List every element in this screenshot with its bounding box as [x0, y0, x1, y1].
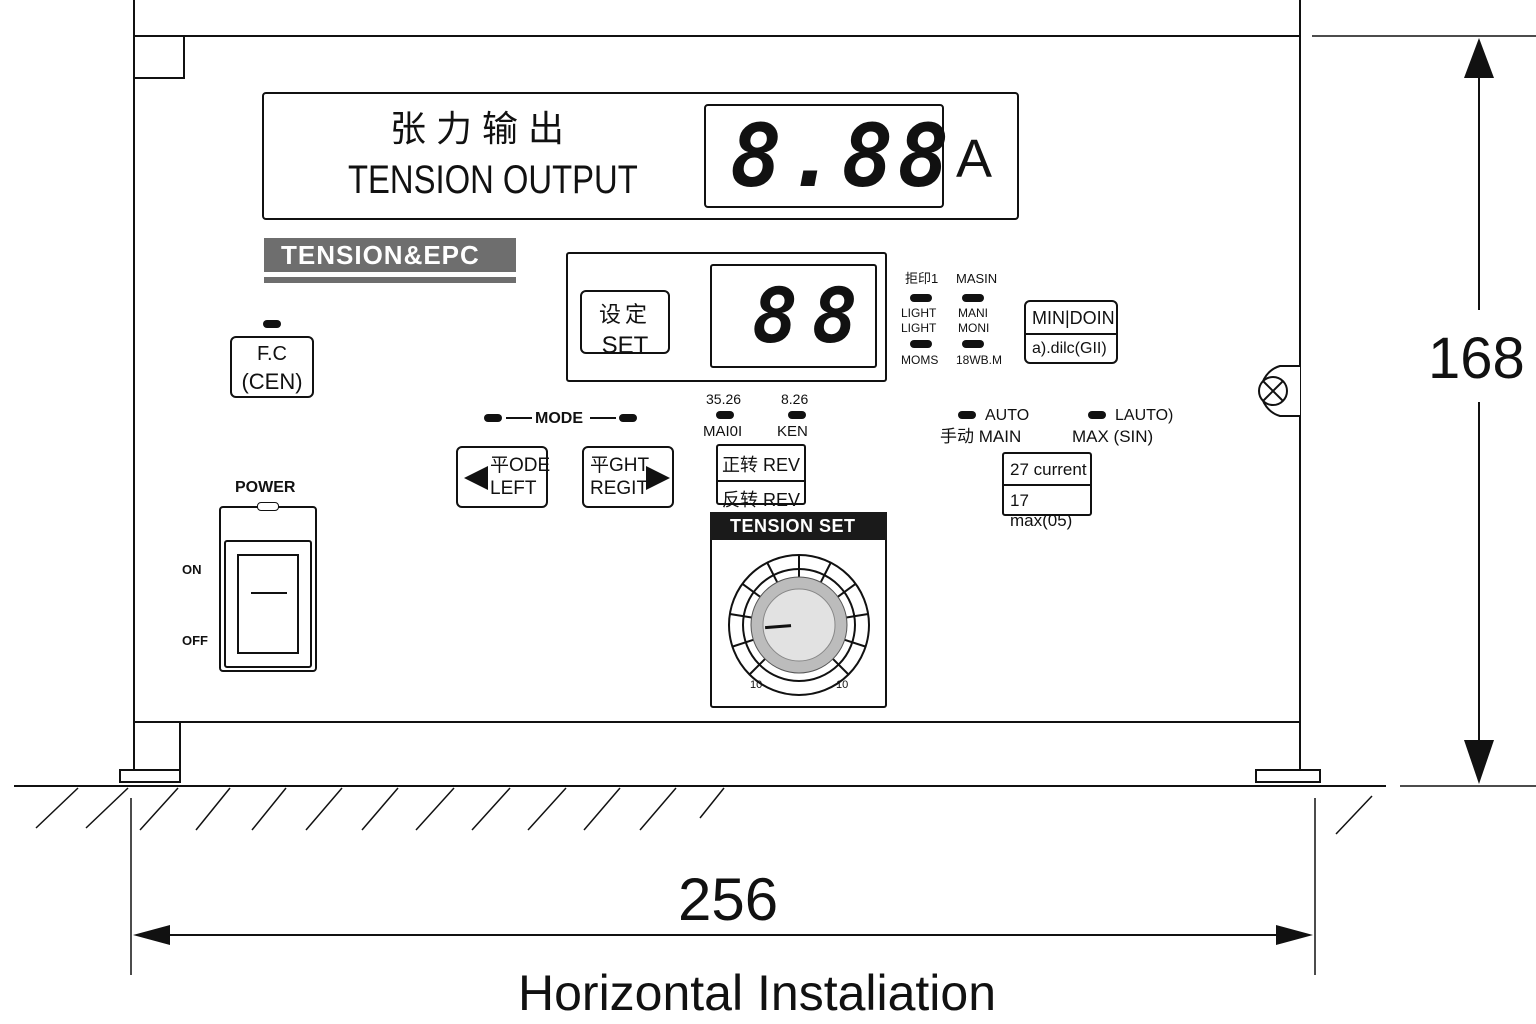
mode-right-line1: 平GHT	[590, 455, 650, 476]
installation-caption: Horizontal Instaliation	[518, 965, 997, 1021]
brand-plate	[264, 238, 516, 272]
set-button-cn: 设定	[598, 303, 651, 328]
arrow-up-icon	[1464, 38, 1494, 78]
tension-set-panel	[710, 512, 887, 708]
floor-hatching	[35, 787, 1373, 835]
cen-button[interactable]: F.C (CEN)	[230, 336, 314, 398]
indicator-3-label: MOMS	[901, 353, 939, 367]
direction-button-line1: 正转 REV	[718, 446, 804, 482]
mode-led-right	[619, 414, 637, 422]
set-readout-value: 88	[752, 271, 872, 360]
direction-led1-top: 35.26	[706, 391, 742, 407]
auto-button-line1: 27 current	[1004, 454, 1090, 486]
auto-button-line2: 17 max(05)	[1010, 491, 1073, 530]
indicator-2-label: MANI	[958, 306, 988, 320]
direction-led2-top: 8.26	[781, 391, 809, 407]
direction-led2-label: KEN	[777, 423, 808, 440]
min-button-line2: a).dilc(GII)	[1032, 340, 1107, 357]
mode-led-left	[484, 414, 502, 422]
power-off-label: OFF	[182, 633, 208, 648]
power-switch[interactable]	[224, 540, 312, 668]
mode-line-right	[590, 417, 616, 419]
mode-left-button[interactable]: 平ODE LEFT	[456, 446, 551, 508]
output-readout-window	[704, 104, 944, 208]
brand-underline	[264, 277, 516, 283]
direction-led1-label: MAI0I	[703, 423, 743, 440]
indicator-1-led	[910, 294, 932, 302]
mode-line-left	[506, 417, 532, 419]
tension-output-title-cn: 张力输出	[390, 109, 575, 150]
indicator-1-top: 拒印1	[905, 271, 939, 286]
mode-left-line1: 平ODE	[490, 455, 551, 476]
indicator-3-led	[910, 340, 932, 348]
indicator-2-led	[962, 294, 984, 302]
tension-set-title: TENSION SET	[730, 516, 856, 536]
output-readout-value: 8.88	[730, 107, 954, 207]
indicator-4-label: 18WB.M	[956, 353, 1003, 367]
indicator-2-top: MASIN	[956, 271, 998, 286]
mode-left-line2: LEFT	[490, 478, 537, 499]
direction-led1	[716, 411, 734, 419]
min-button[interactable]: MIN|DOIN a).dilc(GII)	[1024, 300, 1118, 364]
direction-button[interactable]: 正转 REV 反转 REV	[716, 444, 806, 510]
height-dimension: 168	[1428, 326, 1525, 391]
arrow-right-icon	[1276, 925, 1313, 945]
direction-button-line2: 反转 REV	[722, 490, 801, 510]
auto-led1-sub: 手动 MAIN	[940, 427, 1022, 446]
tension-set-header	[710, 512, 887, 540]
cen-button-line1: F.C	[257, 343, 287, 365]
knob-max-label: 10	[836, 679, 849, 691]
auto-led2	[1088, 411, 1106, 419]
foot-right	[1255, 769, 1321, 783]
auto-led1	[958, 411, 976, 419]
mode-right-button[interactable]: 平GHT REGIT	[582, 446, 674, 508]
auto-button[interactable]: 27 current 17 max(05)	[1002, 452, 1092, 530]
output-unit: A	[956, 129, 993, 189]
auto-led1-label: AUTO	[985, 407, 1030, 424]
indicator-2-bottom: MONI	[958, 321, 990, 335]
width-dimension: 256	[678, 866, 779, 933]
brand-label: TENSION&EPC	[281, 240, 480, 270]
indicator-1-label: LIGHT	[901, 306, 937, 320]
knob-min-label: 10	[750, 679, 763, 691]
power-label: POWER	[235, 479, 296, 496]
power-indicator-lamp	[257, 502, 279, 511]
set-readout-window	[710, 264, 877, 368]
set-button[interactable]: 设定 SET	[580, 290, 670, 359]
triangle-right-icon	[646, 466, 670, 490]
arrow-down-icon	[1464, 740, 1494, 784]
mode-right-line2: REGIT	[590, 478, 649, 499]
power-on-label: ON	[182, 562, 202, 577]
indicator-1-bottom: LIGHT	[901, 321, 937, 335]
indicator-4-led	[962, 340, 984, 348]
foot-left	[119, 769, 181, 783]
auto-led2-label: LAUTO)	[1115, 407, 1174, 424]
power-rocker	[237, 554, 299, 654]
cen-indicator-led	[263, 320, 281, 328]
mode-label: MODE	[535, 410, 583, 427]
arrow-left-icon	[133, 925, 170, 945]
cen-button-line2: (CEN)	[241, 369, 303, 394]
min-button-line1: MIN|DOIN	[1026, 302, 1116, 335]
direction-led2	[788, 411, 806, 419]
auto-led2-sub: MAX (SIN)	[1072, 427, 1154, 446]
tension-output-title-en: TENSION OUTPUT	[348, 158, 638, 202]
triangle-left-icon	[464, 466, 488, 490]
set-button-en: SET	[601, 332, 649, 359]
